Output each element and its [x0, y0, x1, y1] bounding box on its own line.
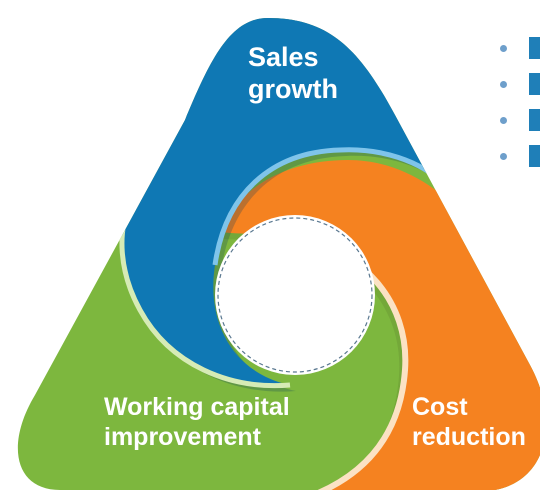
label-working-capital-line1: Working capital [104, 393, 290, 421]
label-cost-reduction: Cost reduction [412, 393, 526, 452]
bullet-text-fragment [529, 109, 540, 131]
bullet-text-fragment [529, 145, 540, 167]
bullet-item [500, 30, 540, 66]
bullet-dot-icon [500, 116, 507, 124]
bullet-item [500, 66, 540, 102]
label-sales-growth-line1: Sales [248, 42, 319, 72]
bullet-dot-icon [500, 80, 507, 88]
bullet-text-fragment [529, 73, 540, 95]
bullet-dot-icon [500, 44, 507, 52]
bullet-item [500, 138, 540, 174]
label-cost-reduction-line2: reduction [412, 422, 526, 451]
label-sales-growth-line2: growth [248, 73, 338, 104]
bullet-item [500, 102, 540, 138]
bullet-text-fragment [529, 37, 540, 59]
bullet-list [500, 30, 540, 174]
label-working-capital-line2: improvement [104, 422, 261, 451]
label-sales-growth: Sales growth [248, 42, 338, 106]
label-working-capital-improvement: Working capital improvement [104, 393, 290, 452]
center-circle [215, 215, 375, 375]
bullet-dot-icon [500, 152, 507, 160]
segment-sales-growth [122, 18, 445, 386]
center-circle-dashed-ring [217, 217, 373, 373]
label-cost-reduction-line1: Cost [412, 393, 468, 421]
